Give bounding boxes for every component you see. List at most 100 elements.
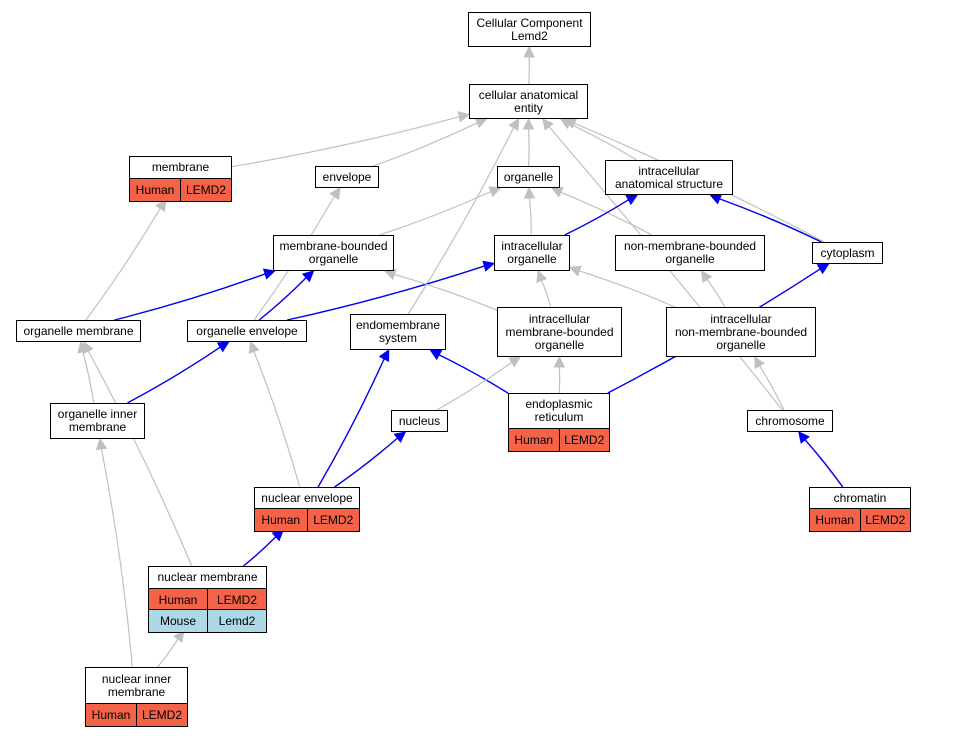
go-term-label: membrane-bounded organelle	[273, 235, 394, 271]
go-term-node-cytoplasm[interactable]: cytoplasm	[812, 242, 883, 264]
edge-nim-to-nm	[157, 630, 185, 668]
edge-line	[804, 439, 844, 488]
edge-line	[85, 208, 161, 321]
species-cell: Human	[508, 428, 560, 452]
edge-nm-to-ne	[242, 529, 285, 567]
go-term-label: intracellular membrane-bounded organelle	[497, 307, 622, 357]
edge-arrowhead	[798, 431, 810, 444]
edge-membrane-to-cae	[231, 111, 471, 168]
edge-ne-to-es	[317, 349, 390, 488]
edge-line	[287, 265, 485, 321]
edge-line	[438, 354, 509, 394]
edge-line	[100, 448, 133, 668]
edge-om-to-membrane	[85, 199, 167, 321]
edge-line	[317, 358, 385, 488]
edge-arrowhead	[457, 111, 471, 123]
go-term-label: Cellular Component Lemd2	[468, 12, 591, 47]
edge-arrowhead	[172, 630, 185, 643]
edge-cae-to-root	[523, 45, 535, 85]
go-term-node-ias[interactable]: intracellular anatomical structure	[605, 160, 733, 195]
gene-cell: LEMD2	[859, 508, 911, 532]
go-term-label: nucleus	[391, 410, 448, 432]
edge-line	[558, 366, 561, 394]
go-term-label: non-membrane-bounded organelle	[615, 235, 765, 271]
go-term-node-imbo[interactable]: intracellular membrane-bounded organelle	[497, 307, 622, 357]
go-term-node-chromosome[interactable]: chromosome	[747, 410, 833, 432]
edge-line	[114, 273, 266, 321]
edge-arrowhead	[429, 349, 443, 361]
edge-arrowhead	[378, 349, 390, 362]
edge-arrowhead	[155, 199, 167, 212]
go-term-node-oe[interactable]: organelle envelope	[187, 320, 307, 342]
gene-cell: LEMD2	[136, 703, 188, 727]
edge-line	[379, 191, 492, 236]
go-term-label: membrane	[129, 156, 232, 179]
edge-arrowhead	[816, 263, 830, 275]
edge-arrowhead	[523, 186, 536, 199]
edge-arrowhead	[536, 269, 548, 283]
go-term-node-mbo[interactable]: membrane-bounded organelle	[273, 235, 394, 271]
go-term-node-root[interactable]: Cellular Component Lemd2	[468, 12, 591, 47]
go-term-node-om[interactable]: organelle membrane	[16, 320, 141, 342]
edge-nim-to-oim	[95, 437, 133, 668]
edge-line	[569, 123, 637, 161]
go-term-label: nuclear inner membrane	[85, 667, 188, 704]
edge-oe-to-io	[287, 260, 496, 321]
edge-line	[407, 127, 515, 315]
edge-arrowhead	[474, 117, 488, 129]
edge-arrowhead	[488, 186, 502, 198]
edge-line	[436, 361, 513, 411]
edge-line	[527, 128, 530, 167]
go-term-label: chromosome	[747, 410, 833, 432]
gene-cell: Lemd2	[207, 609, 267, 633]
go-term-label: organelle envelope	[187, 320, 307, 342]
edge-line	[87, 350, 193, 567]
go-term-node-oim[interactable]: organelle inner membrane	[50, 403, 145, 439]
go-term-node-io[interactable]: intracellular organelle	[494, 235, 570, 271]
species-cell: Human	[254, 508, 308, 532]
go-term-label: organelle inner membrane	[50, 403, 145, 439]
go-term-node-nmbo[interactable]: non-membrane-bounded organelle	[615, 235, 765, 271]
go-term-node-envelope[interactable]: envelope	[315, 166, 379, 188]
edge-arrowhead	[550, 187, 564, 198]
edge-inmbo-to-io	[568, 265, 676, 308]
edge-chromosome-to-inmbo	[754, 356, 785, 411]
edge-ne-to-oe	[248, 340, 301, 488]
edge-envelope-to-cae	[373, 117, 488, 167]
go-term-label: cellular anatomical entity	[469, 84, 588, 119]
edge-arrowhead	[709, 193, 723, 205]
go-term-node-inmbo[interactable]: intracellular non-membrane-bounded organ…	[666, 307, 816, 357]
edge-line	[528, 197, 532, 236]
gene-cell: LEMD2	[306, 508, 360, 532]
go-term-node-organelle[interactable]: organelle	[497, 166, 560, 188]
edge-line	[373, 122, 478, 167]
go-term-node-nucleus[interactable]: nucleus	[391, 410, 448, 432]
edge-line	[253, 351, 301, 488]
edge-line	[759, 365, 785, 411]
go-term-node-cae[interactable]: cellular anatomical entity	[469, 84, 588, 119]
edge-arrowhead	[523, 45, 535, 58]
edge-arrowhead	[83, 340, 94, 354]
edge-chromatin-to-chromosome	[798, 431, 844, 488]
go-term-label: nuclear envelope	[254, 487, 360, 509]
go-term-node-es[interactable]: endomembrane system	[350, 314, 446, 350]
edge-arrowhead	[522, 117, 535, 130]
go-term-label: endoplasmic reticulum	[508, 393, 610, 429]
edge-organelle-to-cae	[522, 117, 535, 167]
go-term-label: intracellular organelle	[494, 235, 570, 271]
gene-cell: LEMD2	[558, 428, 610, 452]
go-term-label: organelle membrane	[16, 320, 141, 342]
edge-io-to-ias	[564, 194, 639, 236]
edge-arrowhead	[216, 341, 230, 353]
